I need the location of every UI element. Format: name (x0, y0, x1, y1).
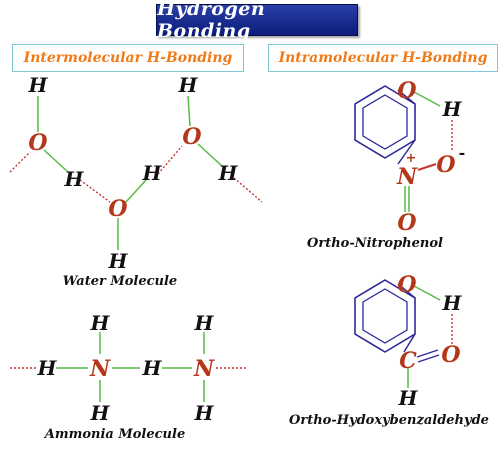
oxygen-atom: O (397, 210, 416, 236)
hydroxybenzaldehyde-diagram: O H C O H Ortho-Hydoxybenzaldehyde (289, 272, 489, 428)
hydrogen-atom: H (442, 291, 463, 315)
hydrogen-atom: H (142, 161, 163, 185)
hydrogen-atom: H (142, 356, 163, 380)
ammonia-caption: Ammonia Molecule (43, 427, 185, 442)
hydrogen-atom: H (28, 73, 49, 97)
hydrogen-atom: H (178, 73, 199, 97)
ring-bond (397, 89, 416, 105)
hydrogen-atom: H (90, 311, 111, 335)
carbon-atom: C (399, 348, 417, 374)
hydrogen-atom: H (398, 386, 419, 410)
covalent-bond (43, 149, 69, 173)
nitrogen-atom: N (193, 356, 215, 382)
n-o-bond (417, 163, 437, 171)
oxygen-atom: O (28, 130, 47, 156)
c-o-double-bond (416, 349, 439, 358)
water-diagram: H O H O H H H O H Water Molecule (9, 73, 263, 289)
water-caption: Water Molecule (63, 274, 177, 289)
hydrogen-atom: H (442, 97, 463, 121)
covalent-bond (197, 143, 223, 167)
page-title: Hydrogen Bonding (156, 0, 358, 42)
ammonia-diagram: H H N H H H N H Ammonia Molecule (10, 311, 248, 442)
negative-charge: - (459, 143, 466, 162)
section-heading-intramolecular: Intramolecular H-Bonding (268, 44, 498, 72)
ring-bond (397, 139, 416, 165)
positive-charge: + (406, 151, 417, 166)
nitrophenol-diagram: O H N + O - O Ortho-Nitrophenol (307, 78, 465, 251)
section-heading-intermolecular: Intermolecular H-Bonding (12, 44, 244, 72)
oxygen-atom: O (436, 152, 455, 178)
hydrogen-bond (233, 177, 263, 203)
oxygen-atom: O (182, 124, 201, 150)
oxygen-atom: O (108, 196, 127, 222)
nitrogen-atom: N (396, 164, 418, 190)
covalent-bond (125, 179, 147, 203)
benzene-inner-ring (362, 94, 408, 150)
hydrogen-bond (79, 179, 111, 203)
hydrogen-atom: H (37, 356, 58, 380)
covalent-bond (413, 91, 441, 107)
hydrogen-atom: H (194, 401, 215, 425)
hydrogen-bond (9, 151, 31, 173)
oxygen-atom: O (397, 272, 416, 298)
nitrophenol-caption: Ortho-Nitrophenol (307, 236, 443, 251)
hydrogen-atom: H (64, 167, 85, 191)
oxygen-atom: O (397, 78, 416, 104)
hydrogen-atom: H (194, 311, 215, 335)
nitrogen-atom: N (89, 356, 111, 382)
benzene-inner-ring (362, 288, 408, 344)
hydroxybenzaldehyde-caption: Ortho-Hydoxybenzaldehyde (289, 413, 489, 428)
hydrogen-atom: H (90, 401, 111, 425)
ring-bond (403, 333, 416, 353)
ring-bond (397, 283, 416, 299)
hydrogen-atom: H (218, 161, 239, 185)
hydrogen-atom: H (108, 249, 129, 273)
hydrogen-bond (157, 145, 183, 175)
covalent-bond (413, 285, 441, 301)
c-o-double-bond (417, 354, 440, 363)
covalent-bond (187, 95, 191, 127)
oxygen-atom: O (441, 342, 460, 368)
